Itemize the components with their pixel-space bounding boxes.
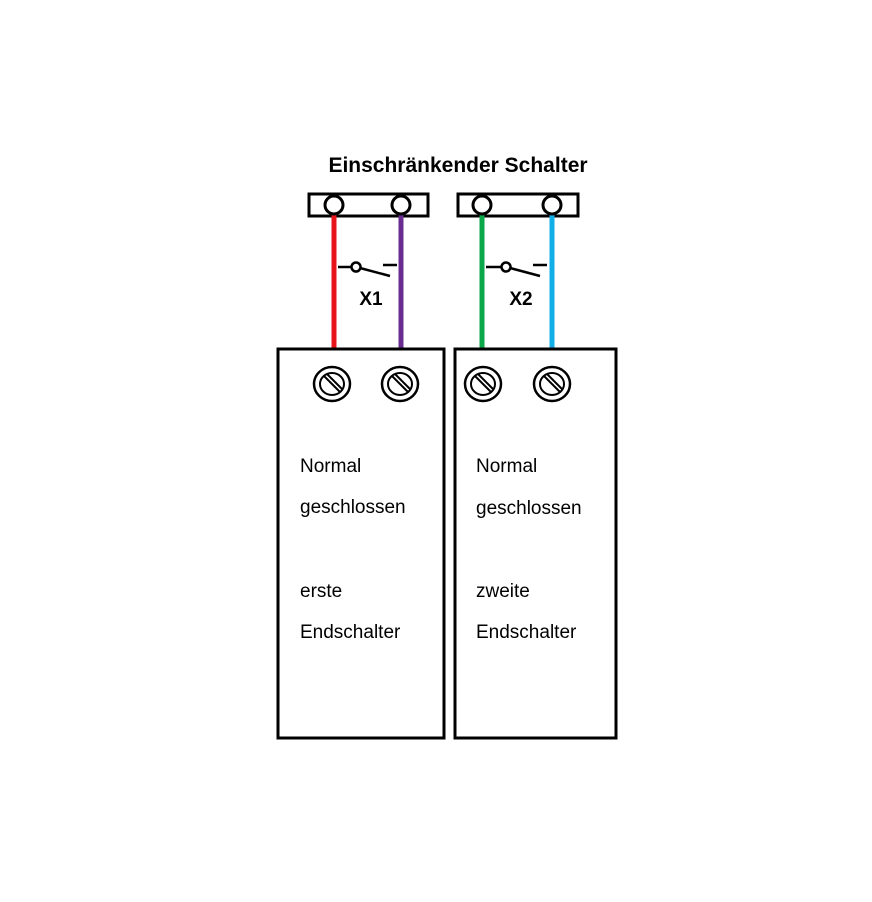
screw-terminal-x2-right	[532, 365, 572, 403]
box-x2-line-1: Normal	[476, 456, 537, 477]
box-x2-line-2: geschlossen	[476, 498, 582, 519]
switch-contact-symbol-x1	[338, 261, 397, 278]
switch-label-x1: X1	[359, 289, 383, 310]
diagram-title: Einschränkender Schalter	[328, 154, 587, 177]
terminal-hole-x1-right	[390, 194, 412, 216]
box-x1-line-3: erste	[300, 581, 342, 602]
screw-terminal-x1-right	[380, 365, 420, 403]
terminal-hole-x2-right	[541, 194, 563, 216]
terminal-hole-x1-left	[323, 194, 345, 216]
limit-switch-box-x2	[453, 347, 618, 740]
box-x2-line-3: zweite	[476, 581, 530, 602]
screw-terminal-x1-left	[312, 365, 352, 403]
switch-label-x2: X2	[509, 289, 532, 310]
box-x1-line-2: geschlossen	[300, 497, 406, 518]
switch-assembly-x2: X2 Normal geschlossen zweite Endschalter	[453, 192, 618, 740]
switch-assembly-x1: X1 Normal geschlossen erste Endschalter	[276, 192, 446, 740]
terminal-hole-x2-left	[471, 194, 493, 216]
switch-contact-symbol-x2	[486, 261, 547, 278]
limit-switch-box-x1	[276, 347, 446, 740]
screw-terminal-x2-left	[463, 365, 503, 403]
box-x1-line-4: Endschalter	[300, 622, 401, 643]
box-x2-line-4: Endschalter	[476, 622, 577, 643]
box-x1-line-1: Normal	[300, 456, 361, 477]
